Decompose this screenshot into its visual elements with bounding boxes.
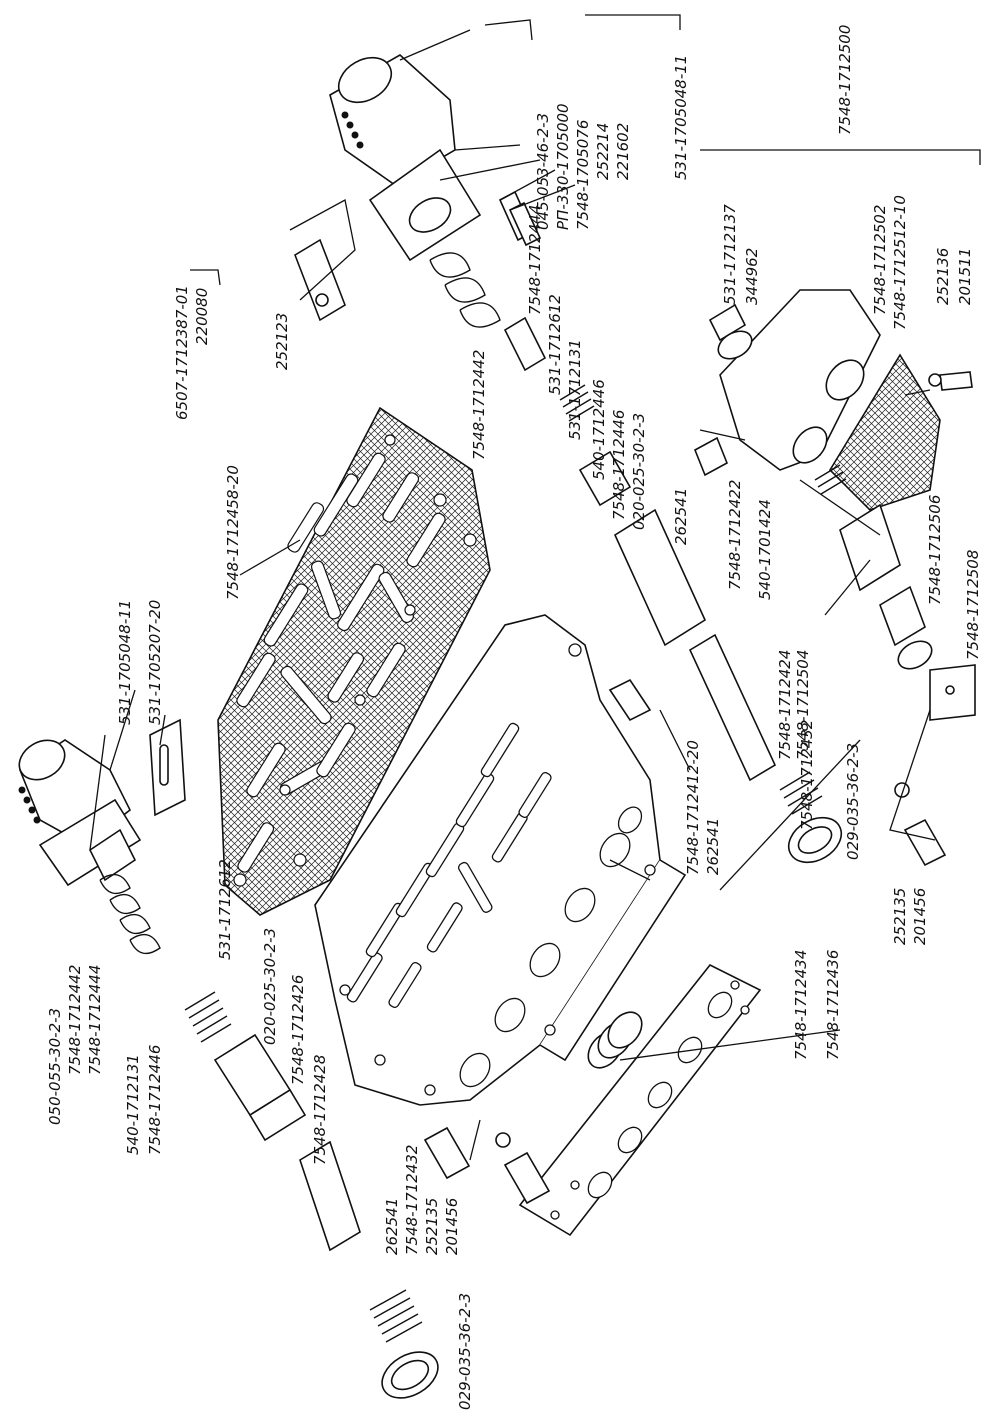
label-7548-1712444-left: 7548-1712444 [86,965,104,1075]
label-7548-1712442-top: 7548-1712442 [470,350,488,460]
label-531-1705207-20: 531-1705207-20 [146,600,164,725]
label-221602: 221602 [614,123,632,180]
label-252136: 252136 [934,248,952,305]
label-045-053-46-2-3: 045-053-46-2-3 [534,113,552,230]
label-531-1712612-top: 531-1712612 [546,294,564,395]
label-7548-1712500: 7548-1712500 [836,25,854,135]
spool-assembly-right [693,303,933,670]
label-7548-1712508: 7548-1712508 [964,550,982,660]
label-7548-1712512-10: 7548-1712512-10 [891,195,909,330]
spring-assembly-left [99,873,439,1399]
label-7548-1712506: 7548-1712506 [926,495,944,605]
label-252123: 252123 [273,313,291,370]
label-020-025-30-2-3-left: 020-025-30-2-3 [261,928,279,1045]
label-6507-1712387-01: 6507-1712387-01 [173,285,191,420]
label-7548-1712412-20: 7548-1712412-20 [684,740,702,875]
label-252135-left: 252135 [423,1198,441,1255]
label-7548-1712442-left: 7548-1712442 [66,965,84,1075]
label-7548-1712446-top: 7548-1712446 [610,410,628,520]
label-262541-right: 262541 [672,488,690,545]
label-252214: 252214 [594,123,612,180]
valve-body [314,614,687,1106]
label-252135-right: 252135 [891,888,909,945]
label-7548-1705076: 7548-1705076 [574,120,592,230]
bolt-group [423,201,973,1205]
label-201511: 201511 [956,248,974,305]
label-531-1705048-11-left: 531-1705048-11 [116,600,134,725]
part-labels: 045-053-46-2-3 РП-330-1705000 7548-17050… [46,25,982,1410]
label-7548-1712428: 7548-1712428 [311,1055,329,1165]
callout-lines [89,14,981,1161]
label-7548-1712444-top: 7548-1712444 [526,205,544,315]
label-7548-1712504: 7548-1712504 [794,650,812,760]
label-7548-1712432-left: 7548-1712432 [403,1145,421,1255]
label-540-1712446: 540-1712446 [590,379,608,480]
label-7548-1712426: 7548-1712426 [289,975,307,1085]
spring-assembly-top [429,252,843,864]
label-rp-330-1705000: РП-330-1705000 [554,103,572,230]
label-020-025-30-2-3-top: 020-025-30-2-3 [630,413,648,530]
label-262541-left: 262541 [383,1198,401,1255]
label-050-055-30-2-3: 050-055-30-2-3 [46,1008,64,1125]
label-531-1705048-11-top: 531-1705048-11 [672,55,690,180]
label-7548-1712436: 7548-1712436 [824,950,842,1060]
label-7548-1712458-20: 7548-1712458-20 [224,465,242,600]
solenoid-left [18,718,439,1399]
label-7548-1712502: 7548-1712502 [871,205,889,315]
separator-gasket [217,406,491,916]
cover-plate [518,963,762,1237]
label-7548-1712446-left: 7548-1712446 [146,1045,164,1155]
label-540-1712131: 540-1712131 [124,1054,142,1155]
label-7548-1712434: 7548-1712434 [792,950,810,1060]
label-220080: 220080 [193,288,211,345]
label-540-1701424: 540-1701424 [756,499,774,600]
label-7548-1712432-right: 7548-1712432 [798,720,816,830]
label-029-035-36-2-3-left: 029-035-36-2-3 [456,1293,474,1410]
label-7548-1712424: 7548-1712424 [776,650,794,760]
label-029-035-36-2-3-right: 029-035-36-2-3 [844,743,862,860]
label-531-1712612-left: 531-1712612 [216,859,234,960]
label-344962: 344962 [743,248,761,305]
label-201456-right: 201456 [911,888,929,945]
label-201456-left: 201456 [443,1198,461,1255]
label-262541-mid: 262541 [704,818,722,875]
plug-7548-1712434 [587,1011,643,1069]
label-7548-1712422: 7548-1712422 [726,480,744,590]
label-531-1712131: 531-1712131 [566,339,584,440]
label-531-1712137: 531-1712137 [721,204,739,305]
